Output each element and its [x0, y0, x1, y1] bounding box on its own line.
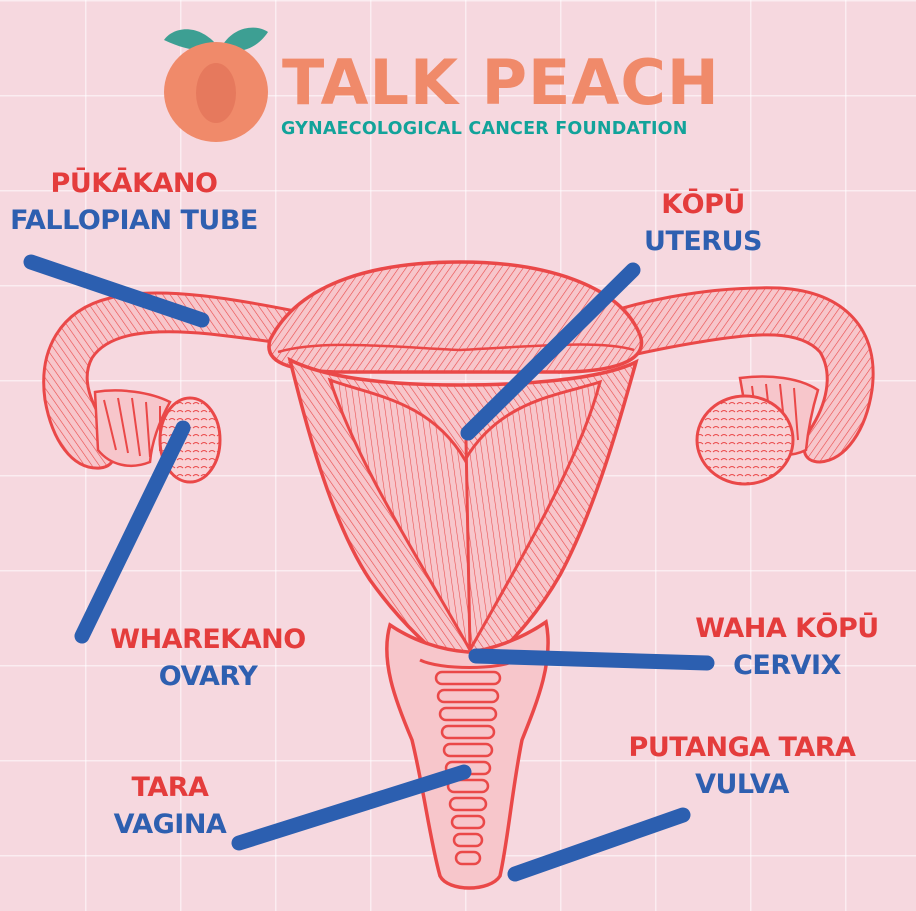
- right-ovary: [697, 396, 793, 484]
- left-fimbriae: [95, 390, 170, 465]
- label-fallopian-maori: PŪKĀKANO: [10, 170, 258, 197]
- label-uterus-english: UTERUS: [618, 228, 788, 255]
- peach-icon: [164, 28, 268, 142]
- brand-tagline: GYNAECOLOGICAL CANCER FOUNDATION: [281, 121, 688, 139]
- label-cervix-english: CERVIX: [682, 652, 892, 679]
- label-ovary-maori: WHAREKANO: [100, 626, 316, 653]
- label-vagina-maori: TARA: [90, 774, 250, 801]
- pointer-cervix: [476, 656, 707, 663]
- label-uterus-maori: KŌPŪ: [618, 191, 788, 218]
- label-vagina: TARA VAGINA: [90, 774, 250, 838]
- label-ovary-english: OVARY: [100, 663, 316, 690]
- label-vulva-english: VULVA: [620, 771, 864, 798]
- label-fallopian-english: FALLOPIAN TUBE: [10, 207, 258, 234]
- brand-name: TALK PEACH: [282, 52, 720, 114]
- label-vulva: PUTANGA TARA VULVA: [620, 734, 864, 798]
- label-vulva-maori: PUTANGA TARA: [620, 734, 864, 761]
- label-ovary: WHAREKANO OVARY: [100, 626, 316, 690]
- label-cervix: WAHA KŌPŪ CERVIX: [682, 615, 892, 679]
- pointer-vulva: [515, 815, 683, 874]
- label-vagina-english: VAGINA: [90, 811, 250, 838]
- label-cervix-maori: WAHA KŌPŪ: [682, 615, 892, 642]
- label-fallopian-tube: PŪKĀKANO FALLOPIAN TUBE: [10, 170, 258, 234]
- label-uterus: KŌPŪ UTERUS: [618, 191, 788, 255]
